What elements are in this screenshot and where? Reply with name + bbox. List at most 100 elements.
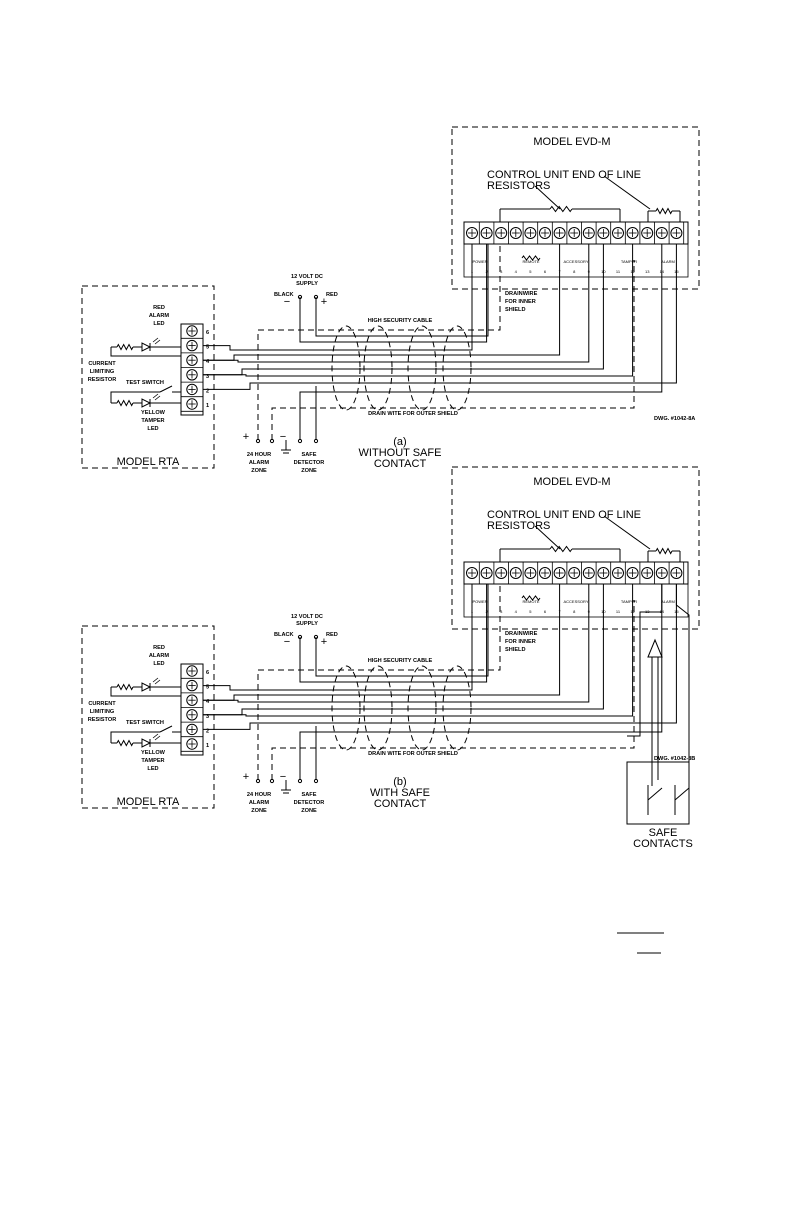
current-limiting-resistor: [116, 399, 134, 407]
pointer-arrow: [603, 175, 651, 210]
alarm-zone-label-3: ZONE: [251, 468, 267, 474]
caption-letter: (a): [393, 436, 406, 448]
red-led: [141, 682, 152, 692]
zone-terminal: [269, 438, 275, 444]
cable-wire: [203, 244, 590, 363]
yellow-led-label-2: TAMPER: [141, 758, 164, 764]
pointer-arrow: [534, 185, 561, 210]
cable-wire: [203, 244, 473, 351]
led-ray: [152, 337, 159, 343]
evd-terminal-number: 8: [573, 269, 576, 274]
test-switch: [159, 725, 173, 733]
drain-outer-label: DRAIN WITE FOR OUTER SHIELD: [368, 411, 458, 417]
zone-terminal: [269, 778, 275, 784]
alarm-zone-label: 24 HOUR: [247, 792, 271, 798]
evd-terminal-screw: [524, 227, 537, 239]
yellow-led: [141, 738, 152, 748]
drain-outer-label: DRAIN WITE FOR OUTER SHIELD: [368, 751, 458, 757]
led-ray: [154, 679, 161, 685]
red-led-label-3: LED: [153, 321, 164, 327]
rta-terminal-screw: [186, 709, 198, 721]
caption-2: CONTACT: [374, 798, 427, 810]
alarm-zone-label: 24 HOUR: [247, 452, 271, 458]
test-switch-label: TEST SWITCH: [126, 720, 164, 726]
rta-terminal-number: 1: [206, 403, 209, 409]
cable-shield: [442, 325, 472, 411]
rta-terminal-number: 2: [206, 728, 209, 734]
zone-terminal: [313, 778, 319, 784]
zone-terminal: [297, 438, 303, 444]
eol-resistor: [549, 545, 573, 553]
safe-contacts-label: SAFE: [649, 827, 678, 839]
led-ray: [152, 677, 159, 683]
evd-terminal-screw: [655, 567, 668, 579]
evd-terminal-screw: [670, 227, 683, 239]
evd-group-label: ACCESSORY: [563, 259, 588, 264]
supply-label: 12 VOLT DC: [291, 614, 323, 620]
caption: WITH SAFE: [370, 787, 430, 799]
resistor-label: CONTROL UNIT END OF LINE: [487, 169, 641, 181]
cable-label: HIGH SECURITY CABLE: [368, 658, 433, 664]
led-ray: [152, 393, 159, 399]
rta-terminal-number: 6: [206, 330, 209, 336]
rta-terminal-number: 5: [206, 345, 209, 351]
rta-terminal-number: 1: [206, 743, 209, 749]
cable-shield: [363, 665, 393, 751]
inner-shield-drain: [257, 584, 501, 780]
eol-resistor: [655, 547, 673, 555]
evd-terminal-screw: [539, 567, 551, 579]
evd-terminal-labels-area: [463, 243, 689, 278]
rta-terminal-number: 3: [206, 374, 209, 380]
current-limit-label-3: RESISTOR: [88, 717, 117, 723]
safe-zone-label: SAFE: [302, 452, 317, 458]
drainwire-label-3: SHIELD: [505, 647, 526, 653]
red-led-label: RED: [153, 645, 165, 651]
resistor-label: CONTROL UNIT END OF LINE: [487, 509, 641, 521]
current-limiting-resistor: [116, 343, 134, 351]
cable-shield: [331, 665, 361, 751]
evd-terminal-screw: [568, 227, 581, 239]
zone-terminal: [255, 778, 261, 784]
evd-terminal-screw: [495, 227, 508, 239]
wiring-diagram-b: MODEL EVD-M CONTROL UNIT END OF LINE RESIS…: [81, 466, 700, 850]
red-led: [141, 342, 152, 352]
rta-enclosure: [81, 285, 215, 469]
evd-terminal-screw: [626, 227, 639, 239]
rta-terminal-screw: [186, 398, 198, 410]
rta-terminal-block: [180, 663, 204, 756]
red-led-label-2: ALARM: [149, 313, 170, 319]
caption: WITHOUT SAFE: [359, 447, 442, 459]
drawing-number: DWG. #1042-8A: [654, 416, 695, 422]
drainwire-label: DRAINWIRE: [505, 291, 538, 297]
evd-terminal-screw: [597, 227, 610, 239]
evd-terminal-screw: [466, 227, 478, 239]
cable-wire: [203, 584, 590, 703]
rta-terminal-screw: [186, 723, 198, 736]
pointer-arrow: [534, 525, 561, 550]
yellow-led-label-3: LED: [147, 766, 158, 772]
red-led-label-3: LED: [153, 661, 164, 667]
drainwire-label-2: FOR INNER: [505, 299, 536, 305]
contact-switch: [647, 787, 663, 801]
evd-terminal-screw: [539, 227, 551, 239]
safe-contacts-label-2: CONTACTS: [633, 838, 693, 850]
evd-terminal-number: 8: [573, 609, 576, 614]
alarm-minus: −: [280, 431, 286, 443]
evd-terminal-number: 6: [544, 269, 547, 274]
rta-title: MODEL RTA: [117, 456, 180, 468]
rta-terminal-screw: [186, 354, 198, 366]
evd-group-label: ALARM: [661, 259, 675, 264]
evd-terminal-screw: [568, 567, 581, 579]
supply-wire: [299, 584, 488, 683]
caption-2: CONTACT: [374, 458, 427, 470]
evd-title: MODEL EVD-M: [533, 476, 610, 488]
safe-contact-wire: [675, 584, 690, 762]
evd-terminal-screw: [509, 567, 522, 579]
evd-terminal-screw: [626, 567, 639, 579]
led-ray: [152, 733, 159, 739]
supply-plus: +: [321, 636, 327, 648]
evd-terminal-number: 5: [529, 269, 532, 274]
evd-terminal-screw: [641, 567, 654, 579]
evd-terminal-screw: [553, 227, 566, 239]
evd-group-label: POWER: [472, 599, 487, 604]
